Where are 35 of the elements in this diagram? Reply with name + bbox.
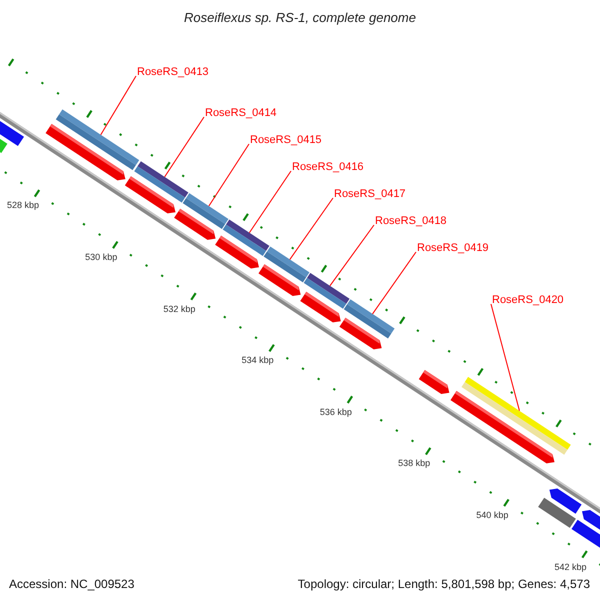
leader-line (100, 76, 136, 136)
gene-bar (264, 246, 310, 282)
gene-label: RoseRS_0415 (250, 135, 322, 146)
scale-label: 540 kbp (476, 510, 508, 520)
leader-line (208, 144, 250, 207)
gene-label: RoseRS_0413 (137, 67, 209, 78)
scale-label: 542 kbp (554, 562, 587, 572)
scale-label: 536 kbp (320, 408, 352, 417)
scale-label: 530 kbp (85, 253, 118, 262)
gene-bar (56, 109, 140, 170)
gene-label: RoseRS_0417 (334, 189, 406, 200)
gene-bar (134, 161, 188, 203)
scale-label: 534 kbp (242, 356, 274, 366)
gene-bar (344, 299, 395, 338)
gene-bar (304, 272, 350, 309)
leader-line (289, 198, 334, 260)
scale-label: 528 kbp (6, 201, 39, 210)
gene-label: RoseRS_0419 (417, 243, 489, 254)
gene-bar (182, 193, 228, 229)
scale-label: 538 kbp (398, 459, 430, 468)
gene-label: RoseRS_0418 (375, 216, 447, 227)
gene-bar (222, 220, 270, 256)
title: Roseiflexus sp. RS-1, complete genome (183, 11, 417, 24)
footer-text: Topology: circular; Length: 5,801,598 bp; Genes: 4,573 (298, 578, 590, 590)
gene-bar (462, 376, 571, 455)
leader-line (164, 116, 204, 178)
leader-line (248, 170, 292, 234)
footer-text: Accession: NC_009523 (9, 578, 134, 590)
gene-label: RoseRS_0416 (292, 162, 364, 173)
gene-label: RoseRS_0420 (492, 295, 564, 306)
gene-label: RoseRS_0414 (205, 108, 277, 119)
leader-line (372, 252, 416, 314)
leader-line (329, 224, 374, 286)
leader-line (490, 304, 520, 412)
scale-label: 532 kbp (163, 304, 196, 314)
